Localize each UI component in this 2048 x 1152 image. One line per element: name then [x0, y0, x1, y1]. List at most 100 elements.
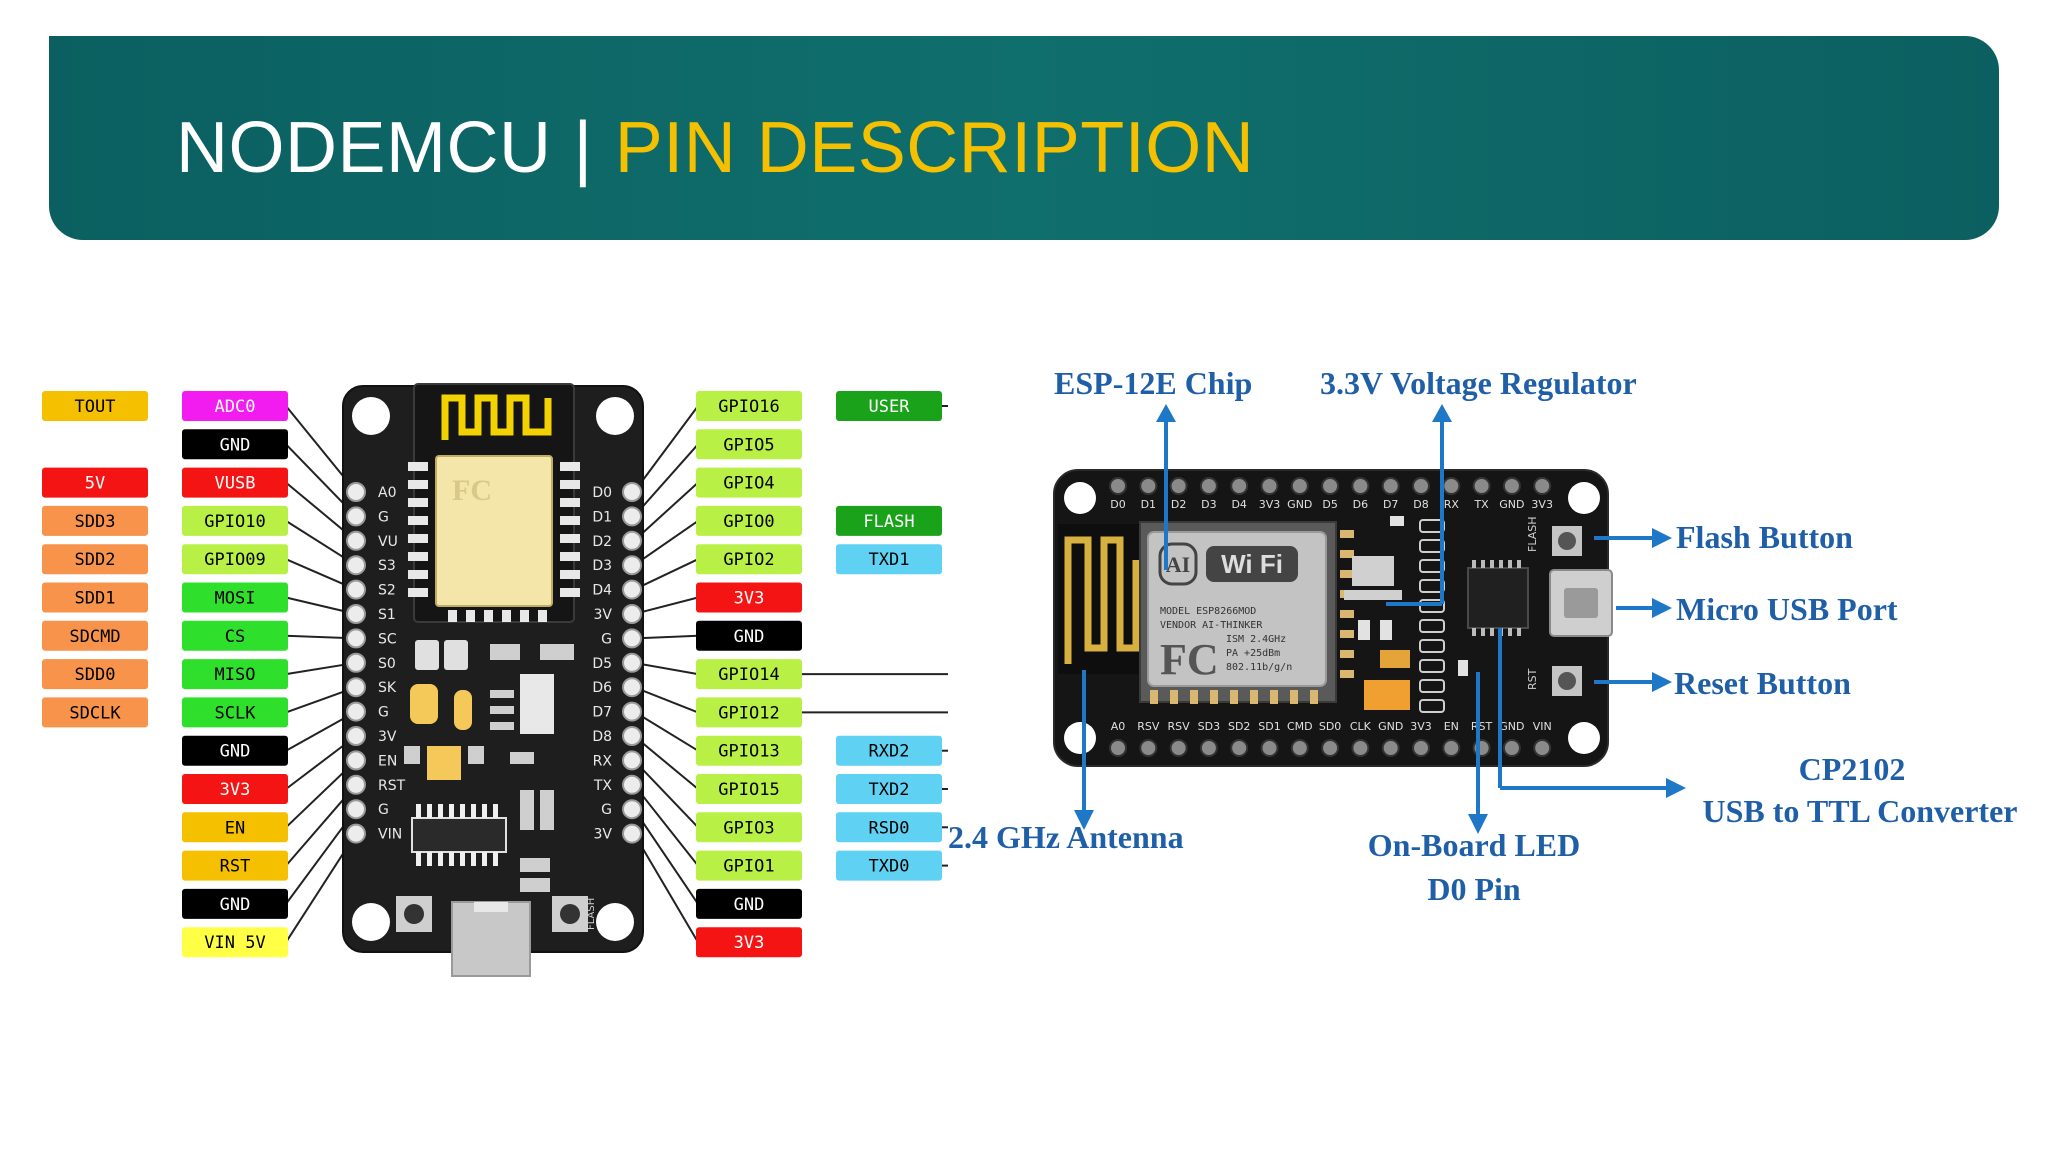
photo-silk-top: D0 [1110, 498, 1125, 511]
arrow-regulator-head [1432, 404, 1452, 422]
photo-pin-top [1472, 477, 1491, 495]
arrow-antenna-head [1074, 810, 1094, 830]
photo-pad [1419, 619, 1445, 633]
arrow-cp2102-head [1666, 778, 1686, 798]
photo-pin-bottom [1109, 739, 1127, 757]
pin-label-right-inner-text: GPIO0 [723, 512, 774, 532]
silk-label-right: D6 [592, 680, 612, 696]
photo-silk-top: GND [1499, 498, 1524, 511]
title-banner [49, 36, 1999, 240]
photo-esp-pad [1340, 670, 1354, 678]
silk-label-right: 3V [594, 607, 613, 623]
crystal [427, 746, 461, 780]
pin-label-right-inner-text: GPIO15 [718, 780, 779, 800]
pin-label-left-inner [182, 544, 288, 575]
esp-pad [502, 610, 511, 622]
photo-flash-button-cap[interactable] [1558, 532, 1576, 550]
photo-cp-leg [1472, 628, 1476, 636]
header-pin-left [346, 555, 366, 576]
smd-part [510, 752, 534, 764]
pin-label-right-inner-text: GPIO5 [723, 435, 774, 455]
header-pin-right [622, 726, 642, 746]
pin-label-left-outer [42, 467, 148, 498]
silk-label-right: D0 [592, 485, 612, 501]
photo-cap [1380, 650, 1410, 668]
photo-hole-tl [1064, 482, 1096, 514]
pin-label-right-inner [696, 391, 802, 421]
pin-label-right-inner-text: 3V3 [734, 933, 765, 953]
esp-shield-can [435, 455, 553, 607]
pin-line-right [633, 784, 699, 867]
photo-pad [1419, 639, 1445, 653]
label-cp2102: CP2102 [1799, 751, 1906, 787]
pin-label-left-inner [182, 774, 288, 804]
silk-label-right: D1 [592, 509, 612, 525]
photo-esp-pad [1340, 570, 1354, 578]
silk-label-right: D4 [592, 583, 612, 599]
photo-pin-top [1139, 477, 1158, 495]
pin-label-right-inner [696, 544, 802, 575]
usb-connector[interactable] [451, 901, 531, 977]
arrow-led-head [1468, 814, 1488, 834]
pin-label-right-inner [696, 927, 802, 958]
title-nodemcu: NODEMCU [176, 108, 552, 188]
silk-label-left: S0 [378, 656, 396, 672]
label-usb-ttl: USB to TTL Converter [1703, 793, 2018, 829]
photo-cp-leg [1508, 560, 1512, 568]
pin-label-left-outer-text: SDD2 [75, 550, 116, 570]
photo-esp-pad [1250, 690, 1258, 704]
pin-label-left-inner-text: GND [220, 435, 251, 455]
chip-leg [449, 804, 454, 818]
silk-label-right: RX [593, 753, 613, 769]
pin-line-right [633, 808, 699, 905]
photo-cp-leg [1517, 560, 1521, 568]
silk-label-left: S3 [378, 558, 396, 574]
smd-part [444, 640, 468, 670]
photo-pad [1419, 679, 1445, 693]
header-pin-right [622, 506, 642, 527]
mount-hole-bottom-left [352, 903, 390, 941]
photo-esp-pad [1170, 690, 1178, 704]
pin-label-right-inner-text: GPIO1 [723, 857, 774, 877]
pin-label-left-inner [182, 697, 288, 728]
rst-button-cap[interactable] [404, 904, 424, 924]
photo-silk-top: 3V3 [1531, 498, 1553, 511]
pin-label-right-outer-text: USER [869, 397, 911, 417]
esp-pad [560, 498, 580, 507]
pin-label-left-outer-text: SDD0 [75, 665, 116, 685]
chip-leg [471, 804, 476, 818]
mount-hole-bottom-right [596, 903, 634, 941]
photo-pin-bottom [1502, 739, 1521, 757]
silk-label-left: S2 [378, 583, 396, 599]
pin-label-left-inner [182, 620, 288, 651]
smd-part [520, 878, 550, 892]
mount-hole-top-left [352, 397, 390, 435]
title-separator: | [573, 108, 593, 188]
header-pin-left [346, 774, 366, 795]
chip-text-pa: PA +25dBm [1226, 648, 1280, 659]
photo-esp-pad [1150, 690, 1158, 704]
pin-line-right [633, 520, 699, 567]
smd-part [520, 858, 550, 872]
pin-label-boxes: ADC0GNDVUSBGPIO10GPIO09MOSICSMISOSCLKGND… [42, 391, 942, 958]
photo-pin-bottom [1199, 739, 1218, 757]
pin-label-left-inner-text: MOSI [215, 589, 256, 609]
photo-silk-bottom: SD2 [1228, 720, 1250, 733]
pin-label-left-inner-text: GND [220, 895, 251, 915]
flash-button-cap[interactable] [560, 904, 580, 924]
photo-pin-top [1502, 477, 1521, 495]
header-pin-left [346, 628, 366, 649]
photo-silk-bottom: A0 [1111, 720, 1126, 733]
photo-esp-pad [1340, 550, 1354, 558]
photo-esp-pad [1270, 690, 1278, 704]
header-pin-left [346, 677, 366, 698]
photo-rst-silk: RST [1526, 668, 1539, 690]
photo-pin-top [1230, 477, 1249, 495]
photo-esp-pads [1150, 530, 1354, 704]
photo-reset-button-cap[interactable] [1558, 672, 1576, 690]
pin-label-left-inner-text: SCLK [215, 703, 257, 723]
photo-silk-bottom: VIN [1533, 720, 1552, 733]
silk-label-left: VU [378, 534, 398, 550]
arrow-flash-head [1652, 528, 1672, 548]
photo-led [1458, 660, 1468, 676]
